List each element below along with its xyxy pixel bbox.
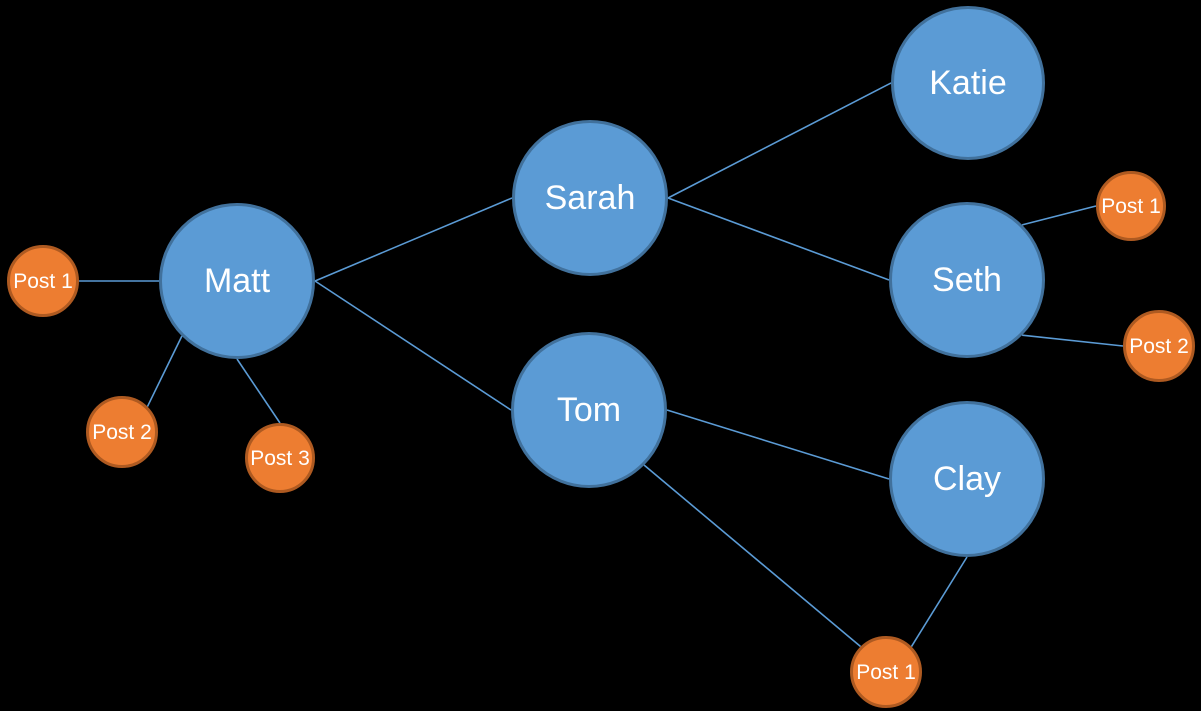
person-node-clay[interactable]: Clay — [889, 401, 1045, 557]
edge-tom--clay — [666, 409, 890, 480]
edge-matt--matt-post-2 — [146, 335, 183, 407]
edge-matt--sarah — [314, 197, 513, 282]
post-node-seth-post-1[interactable]: Post 1 — [1096, 171, 1166, 241]
node-label: Clay — [932, 460, 1002, 498]
edge-clay--tom-clay-post-1 — [910, 556, 968, 647]
post-node-matt-post-3[interactable]: Post 3 — [245, 423, 315, 493]
node-label: Matt — [203, 262, 271, 300]
node-label: Post 1 — [856, 660, 916, 684]
node-label: Post 1 — [1101, 194, 1161, 218]
node-label: Post 2 — [92, 420, 152, 444]
person-node-seth[interactable]: Seth — [889, 202, 1045, 358]
node-label: Sarah — [544, 179, 636, 217]
edge-seth--seth-post-2 — [1022, 334, 1124, 347]
edge-seth--seth-post-1 — [1021, 205, 1097, 226]
post-node-matt-post-1[interactable]: Post 1 — [7, 245, 79, 317]
node-label: Katie — [929, 64, 1007, 102]
node-label: Post 2 — [1129, 334, 1189, 358]
node-label: Seth — [932, 261, 1002, 299]
post-node-matt-post-2[interactable]: Post 2 — [86, 396, 158, 468]
edge-sarah--seth — [667, 197, 890, 281]
edge-tom--tom-clay-post-1 — [643, 464, 862, 648]
edge-matt--matt-post-3 — [236, 358, 281, 424]
node-label: Post 1 — [13, 269, 73, 293]
post-node-tom-clay-post-1[interactable]: Post 1 — [850, 636, 922, 708]
node-label: Post 3 — [250, 446, 310, 470]
person-node-katie[interactable]: Katie — [891, 6, 1045, 160]
person-node-tom[interactable]: Tom — [511, 332, 667, 488]
person-node-sarah[interactable]: Sarah — [512, 120, 668, 276]
edge-sarah--katie — [667, 82, 892, 199]
person-node-matt[interactable]: Matt — [159, 203, 315, 359]
post-node-seth-post-2[interactable]: Post 2 — [1123, 310, 1195, 382]
node-label: Tom — [556, 391, 622, 429]
edge-matt--tom — [314, 280, 512, 411]
